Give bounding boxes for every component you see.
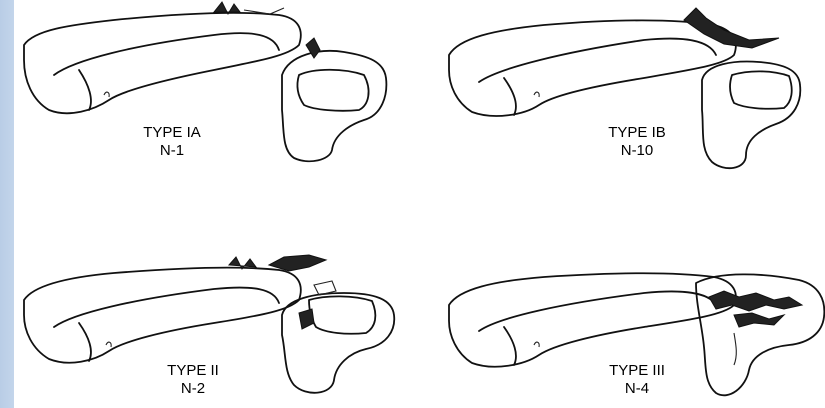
bone-drawing-type-ib xyxy=(434,0,825,200)
fracture-classification-figure: TYPE IA N-1 TYPE IB N-10 xyxy=(14,0,825,408)
type-ia-title: TYPE IA xyxy=(117,124,227,142)
type-ib-count: N-10 xyxy=(582,142,692,160)
type-iii-title: TYPE III xyxy=(582,362,692,380)
type-iii-count: N-4 xyxy=(582,380,692,398)
type-ia-count: N-1 xyxy=(117,142,227,160)
type-ii-label: TYPE II N-2 xyxy=(138,362,248,398)
panel-type-ii: TYPE II N-2 xyxy=(14,205,414,405)
panel-type-ia: TYPE IA N-1 xyxy=(14,0,414,200)
type-ia-label: TYPE IA N-1 xyxy=(117,124,227,160)
panel-type-ib: TYPE IB N-10 xyxy=(434,0,825,200)
type-ii-count: N-2 xyxy=(138,380,248,398)
type-ib-title: TYPE IB xyxy=(582,124,692,142)
panel-type-iii: TYPE III N-4 xyxy=(434,205,825,405)
type-ii-title: TYPE II xyxy=(138,362,248,380)
bone-drawing-type-ia xyxy=(14,0,414,200)
type-ib-label: TYPE IB N-10 xyxy=(582,124,692,160)
type-iii-label: TYPE III N-4 xyxy=(582,362,692,398)
